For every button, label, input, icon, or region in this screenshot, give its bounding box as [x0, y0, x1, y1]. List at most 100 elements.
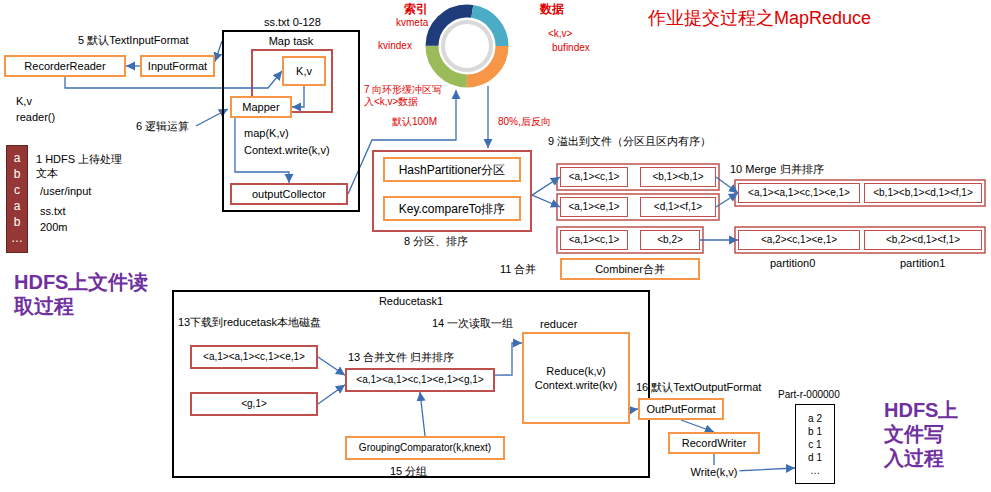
- step-label: 6 逻辑运算: [136, 119, 189, 133]
- node-text: Reducetask1: [174, 294, 648, 308]
- data-cell: <b,2>: [640, 230, 700, 250]
- group-outline: [735, 227, 985, 253]
- step-label: 13下载到reducetask本地磁盘: [178, 315, 321, 329]
- combiner-box: Combiner合并: [560, 258, 700, 280]
- node-text: GroupingComparator(k,knext): [351, 441, 499, 455]
- node-text: HashPartitioner分区: [389, 163, 515, 177]
- node-text: Map task: [224, 34, 358, 48]
- flow-arrow: [495, 343, 522, 375]
- mapper-box: Mapper: [230, 96, 292, 118]
- node-text: b: [7, 166, 27, 182]
- node-text: …: [7, 230, 27, 246]
- data-cell: <a,1><c,1>: [560, 167, 628, 187]
- data-cell: <a,1><e,1>: [560, 197, 628, 217]
- output-format-box: OutPutFormat: [638, 398, 724, 420]
- step-label: 80%,后反向: [498, 116, 551, 128]
- flow-arrow: [716, 193, 738, 207]
- step-label: ss.txt: [40, 204, 66, 218]
- flow-arrow: [681, 420, 714, 432]
- data-cell: <b,1><b,1><d,1><f,1>: [864, 183, 982, 203]
- node-text: K,v: [288, 64, 320, 78]
- ring-inner: [443, 22, 491, 70]
- node-text: <a,1><a,1><c,1><e,1>: [196, 350, 312, 364]
- node-text: Key.compareTo排序: [389, 202, 515, 216]
- reader-box: RecorderReader: [4, 55, 126, 77]
- data-cell: <a,2><c,1><e,1>: [738, 230, 860, 250]
- node-text: <b,1><b,1><d,1><f,1>: [868, 186, 978, 200]
- file-box: <a,1><a,1><c,1><e,1>: [190, 345, 318, 369]
- step-label: reader(): [16, 110, 55, 124]
- node-heading: 8 分区、排序: [404, 234, 468, 248]
- step-label: 11 合并: [500, 262, 536, 276]
- step-label: 索引: [404, 2, 428, 16]
- flow-arrow: [716, 177, 738, 193]
- step-label: Context.write(k,v): [244, 143, 330, 157]
- step-label: 200m: [40, 220, 68, 234]
- node-text: <g,1>: [196, 397, 312, 411]
- part-file-box: Part-r-000000a 2b 1c 1d 1…: [795, 404, 835, 484]
- step-label: 默认100M: [392, 116, 437, 128]
- merged-file-box: <a,1><a,1><c,1><e,1><g,1>: [345, 368, 495, 392]
- step-label: 7 向环形缓冲区写入<k,v>数据: [364, 84, 450, 108]
- edge-label: Write(k,v): [689, 465, 740, 479]
- node-text: Reduce(k,v) Context.write(kv): [528, 364, 624, 392]
- flow-arrow: [420, 392, 425, 436]
- flow-arrow: [292, 86, 304, 107]
- map-task-box: ss.txt 0-128Map taskK,vMapperoutputColle…: [222, 30, 360, 212]
- node-text: <b,1><b,1>: [644, 170, 712, 184]
- node-text: <b,2><d,1><f,1>: [868, 233, 978, 247]
- node-text: outputCollector: [236, 187, 342, 201]
- step-label: map(K,v): [244, 126, 289, 140]
- node-text: b 1: [799, 425, 831, 438]
- data-cell: <b,2><d,1><f,1>: [864, 230, 982, 250]
- input-format-box: InputFormat: [140, 55, 215, 77]
- node-text: Mapper: [236, 100, 286, 114]
- flow-arrow: [700, 239, 738, 240]
- node-heading: reducer: [540, 317, 577, 331]
- grouping-box: GroupingComparator(k,knext): [345, 436, 505, 460]
- data-cell: <a,1><c,1>: [560, 230, 628, 250]
- ring-segment: [432, 11, 502, 81]
- hdfs-column: abcab…: [6, 145, 28, 253]
- step-label: 14 一次读取一组: [432, 316, 513, 330]
- record-writer-box: RecordWriter: [668, 432, 760, 454]
- flow-arrow: [532, 195, 560, 207]
- step-label: 9 溢出到文件（分区且区内有序）: [548, 134, 711, 148]
- node-text: c: [7, 182, 27, 198]
- spill-arrow: [487, 86, 488, 148]
- flow-arrow: [318, 357, 345, 375]
- step-label: /user/input: [40, 184, 91, 198]
- ring-segment: [432, 11, 502, 81]
- node-text: a: [7, 198, 27, 214]
- node-text: Combiner合并: [566, 262, 694, 276]
- data-cell: <a,1><a,1><c,1><e,1>: [738, 183, 860, 203]
- group-outline: [557, 194, 719, 220]
- step-label: 1 HDFS 上待处理文本: [36, 152, 132, 180]
- node-text: …: [799, 464, 831, 477]
- step-label: 16 默认TextOutputFormat: [636, 380, 761, 394]
- node-text: a 2: [799, 412, 831, 425]
- step-label: kvmeta: [396, 17, 428, 29]
- node-heading: Part-r-000000: [778, 388, 840, 401]
- node-text: c 1: [799, 438, 831, 451]
- flow-arrow: [318, 385, 345, 404]
- group-outline: [557, 227, 703, 253]
- collector-box: outputCollector: [230, 183, 348, 205]
- connectors: [65, 41, 795, 472]
- node-text: RecorderReader: [10, 59, 120, 73]
- node-text: <a,1><a,1><c,1><e,1>: [742, 186, 856, 200]
- node-text: a: [7, 150, 27, 166]
- node-text: OutPutFormat: [644, 402, 718, 416]
- step-label: 5 默认TextInputFormat: [78, 33, 189, 47]
- node-text: b: [7, 214, 27, 230]
- flow-arrow: [532, 177, 560, 195]
- node-text: d 1: [799, 451, 831, 464]
- flow-arrow: [126, 65, 140, 66]
- sort-box: Key.compareTo排序: [383, 196, 521, 221]
- data-cell: <d,1><f,1>: [640, 197, 716, 217]
- node-text: InputFormat: [146, 59, 209, 73]
- node-text: <a,2><c,1><e,1>: [742, 233, 856, 247]
- step-label: bufindex: [552, 42, 590, 54]
- node-text: <b,2>: [644, 233, 696, 247]
- node-text: <a,1><c,1>: [564, 170, 624, 184]
